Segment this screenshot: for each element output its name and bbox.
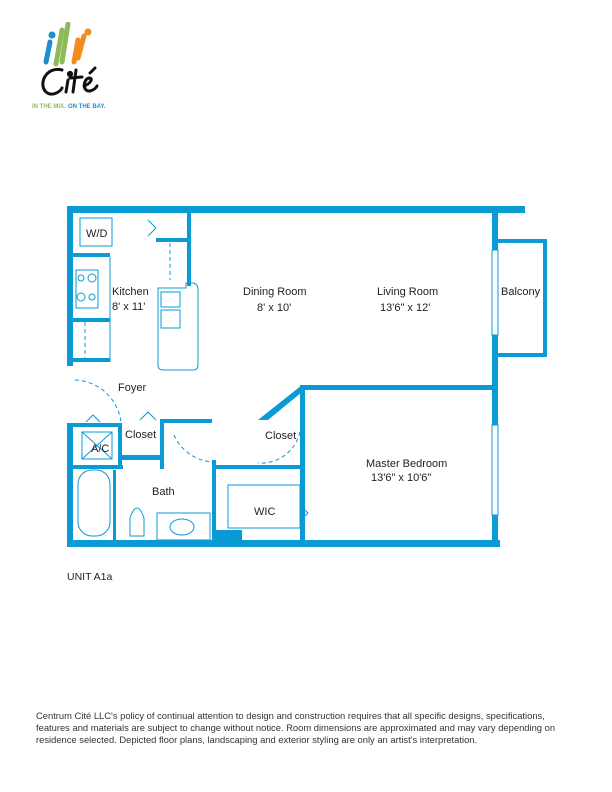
label-master-dim: 13'6" x 10'6" bbox=[371, 472, 431, 484]
tagline-part2: ON THE BAY. bbox=[68, 104, 106, 110]
disclaimer-text: Centrum Cité LLC's policy of continual a… bbox=[36, 710, 556, 746]
label-bath: Bath bbox=[152, 486, 175, 498]
label-closet-2: Closet bbox=[265, 430, 296, 442]
label-wic: WIC bbox=[254, 506, 275, 518]
label-wd: W/D bbox=[86, 228, 107, 240]
label-ac: A/C bbox=[91, 443, 109, 455]
vanity bbox=[156, 512, 211, 541]
floor-plan: W/D Kitchen 8' x 11' Dining Room 8' x 10… bbox=[67, 206, 547, 547]
stove bbox=[75, 269, 99, 309]
label-kitchen-dim: 8' x 11' bbox=[112, 301, 145, 313]
label-living-dim: 13'6" x 12' bbox=[380, 302, 430, 314]
logo-figures bbox=[43, 22, 92, 67]
label-kitchen: Kitchen bbox=[112, 286, 149, 298]
fixtures bbox=[74, 217, 309, 541]
label-master: Master Bedroom bbox=[366, 458, 447, 470]
balcony bbox=[491, 239, 547, 516]
entry-door-swing bbox=[74, 379, 122, 423]
bathtub bbox=[77, 469, 111, 537]
unit-label: UNIT A1a bbox=[67, 571, 113, 583]
label-living: Living Room bbox=[377, 286, 438, 298]
washer-dryer bbox=[79, 217, 113, 247]
logo-wordmark bbox=[41, 66, 99, 96]
ac-unit bbox=[81, 431, 113, 460]
walls bbox=[67, 206, 525, 547]
sink bbox=[169, 518, 195, 536]
room-labels: W/D Kitchen 8' x 11' Dining Room 8' x 10… bbox=[86, 228, 541, 518]
tagline-part1: IN THE MIX. bbox=[32, 104, 66, 110]
cite-logo: IN THE MIX. ON THE BAY. bbox=[32, 22, 106, 110]
wic-shelf bbox=[227, 484, 301, 529]
label-balcony: Balcony bbox=[501, 286, 541, 298]
label-dining-dim: 8' x 10' bbox=[257, 302, 291, 314]
label-closet-1: Closet bbox=[125, 429, 156, 441]
label-dining: Dining Room bbox=[243, 286, 307, 298]
label-foyer: Foyer bbox=[118, 382, 146, 394]
kitchen-island bbox=[157, 282, 199, 371]
toilet bbox=[129, 507, 145, 537]
